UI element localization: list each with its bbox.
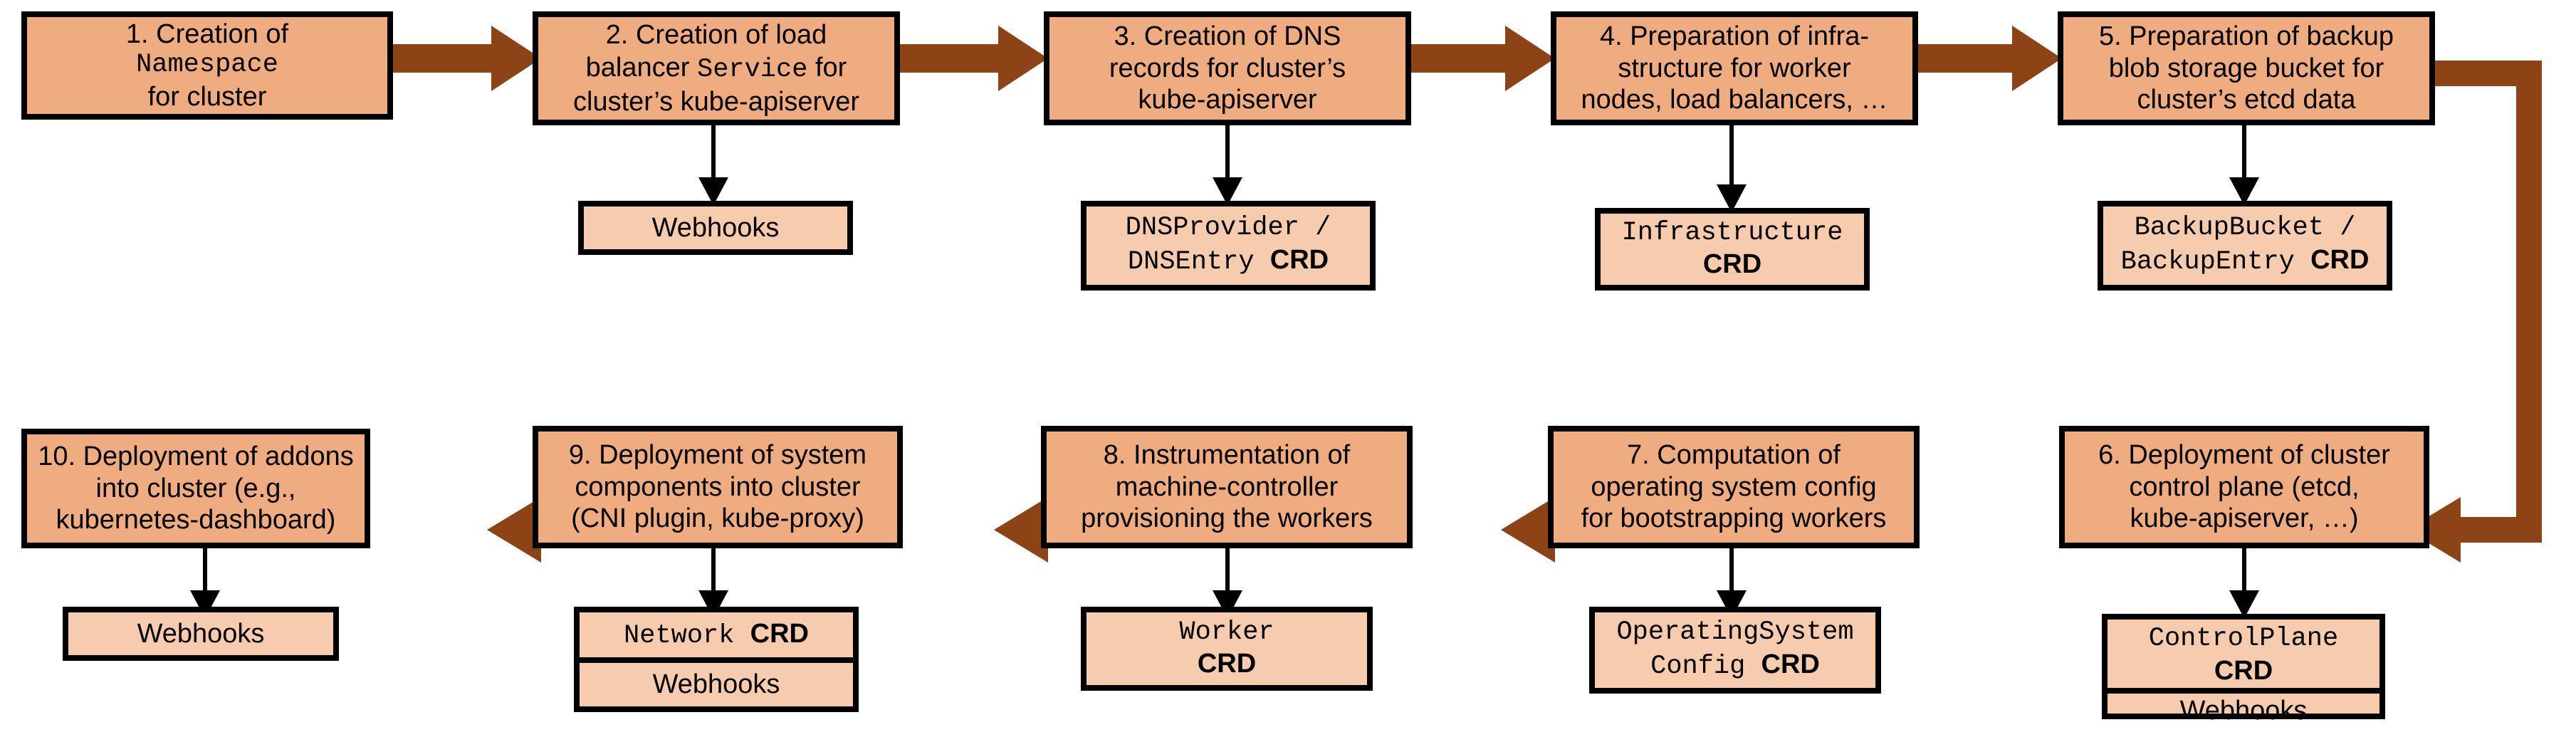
artifact-label-controlplane: ControlPlane CRD <box>2148 624 2339 686</box>
artifact-box-step3-dns[interactable]: DNSProvider / DNSEntry CRD <box>1081 201 1376 291</box>
step-box-9[interactable]: 9. Deployment of system components into … <box>533 426 903 548</box>
artifact-label-network: Network CRD <box>624 618 809 651</box>
artifact-box-step7-osc[interactable]: OperatingSystem Config CRD <box>1589 607 1881 694</box>
step-box-2[interactable]: 2. Creation of load balancer Service for… <box>533 11 900 125</box>
step-6-line-2: control plane (etcd, <box>2129 471 2360 502</box>
artifact-label-line1: OperatingSystem <box>1616 617 1854 648</box>
step-2-line-2: balancer Service for <box>585 53 847 85</box>
artifact-row: Webhooks <box>68 612 333 655</box>
artifact-label: Webhooks <box>137 618 265 649</box>
step-box-6[interactable]: 6. Deployment of cluster control plane (… <box>2059 426 2429 548</box>
step-9-line-3: (CNI plugin, kube-proxy) <box>571 503 864 534</box>
artifact-box-step9[interactable]: Network CRD Webhooks <box>574 607 859 712</box>
step-2-line-3: cluster’s kube-apiserver <box>573 86 859 117</box>
step-6-line-1: 6. Deployment of cluster <box>2098 440 2390 471</box>
step-10-line-1: 10. Deployment of addons <box>38 441 354 472</box>
step-7-line-2: operating system config <box>1591 471 1877 502</box>
step-9-line-2: components into cluster <box>575 471 861 502</box>
step-6-line-3: kube-apiserver, …) <box>2130 503 2359 534</box>
step-5-line-1: 5. Preparation of backup <box>2098 21 2394 52</box>
step-8-line-2: machine-controller <box>1115 471 1339 502</box>
artifact-row: Infrastructure CRD <box>1601 214 1864 285</box>
step-8-line-3: provisioning the workers <box>1081 503 1373 534</box>
artifact-box-step2-webhooks[interactable]: Webhooks <box>578 201 853 255</box>
artifact-label-webhooks: Webhooks <box>652 669 780 700</box>
step-3-line-2: records for cluster’s <box>1109 53 1346 83</box>
artifact-box-step5-backup[interactable]: BackupBucket / BackupEntry CRD <box>2098 201 2392 291</box>
step-9-line-1: 9. Deployment of system <box>568 440 867 471</box>
artifact-row-webhooks: Webhooks <box>2108 688 2379 728</box>
artifact-label-line2: Config CRD <box>1650 649 1820 681</box>
step-3-line-3: kube-apiserver <box>1138 85 1317 115</box>
artifact-label-webhooks: Webhooks <box>2179 696 2308 726</box>
step-10-line-2: into cluster (e.g., <box>95 473 296 503</box>
step-4-line-2: structure for worker <box>1618 53 1851 83</box>
step-10-line-3: kubernetes-dashboard) <box>56 505 336 535</box>
artifact-label-line1: Infrastructure <box>1621 217 1843 248</box>
artifact-box-step6[interactable]: ControlPlane CRD Webhooks <box>2102 614 2385 726</box>
arrow-step1-to-step2 <box>393 26 541 91</box>
step-box-10[interactable]: 10. Deployment of addons into cluster (e… <box>21 429 370 548</box>
artifact-label-line2: CRD <box>1702 249 1762 280</box>
artifact-row: Webhooks <box>584 207 847 249</box>
artifact-row-controlplane-crd: ControlPlane CRD <box>2108 620 2379 688</box>
step-4-line-1: 4. Preparation of infra- <box>1599 21 1870 52</box>
artifact-row: BackupBucket / BackupEntry CRD <box>2103 207 2387 285</box>
step-box-7[interactable]: 7. Computation of operating system confi… <box>1548 426 1920 548</box>
step-box-4[interactable]: 4. Preparation of infra- structure for w… <box>1551 11 1918 125</box>
artifact-box-step4-infrastructure[interactable]: Infrastructure CRD <box>1595 208 1870 291</box>
step-7-line-1: 7. Computation of <box>1627 440 1841 471</box>
artifact-label-line2: DNSEntry CRD <box>1127 245 1329 277</box>
artifact-row-webhooks: Webhooks <box>580 657 853 706</box>
artifact-row: DNSProvider / DNSEntry CRD <box>1087 207 1370 285</box>
step-5-line-2: blob storage bucket for <box>2108 53 2384 83</box>
step-box-3[interactable]: 3. Creation of DNS records for cluster’s… <box>1044 11 1411 125</box>
step-box-8[interactable]: 8. Instrumentation of machine-controller… <box>1041 426 1413 548</box>
artifact-row: OperatingSystem Config CRD <box>1595 612 1875 688</box>
artifact-label-line1: Worker <box>1179 617 1274 647</box>
step-7-line-3: for bootstrapping workers <box>1581 503 1887 534</box>
artifact-box-step8-worker[interactable]: Worker CRD <box>1081 607 1373 691</box>
artifact-label-line2: CRD <box>1197 649 1257 679</box>
step-4-line-3: nodes, load balancers, … <box>1581 85 1888 115</box>
step-1-line-1: 1. Creation of <box>125 19 289 49</box>
step-3-line-1: 3. Creation of DNS <box>1114 21 1341 52</box>
artifact-label-line1: BackupBucket / <box>2134 213 2356 244</box>
artifact-label-line1: DNSProvider / <box>1125 213 1331 244</box>
step-1-line-3: for cluster <box>147 81 267 112</box>
artifact-label: Webhooks <box>651 212 780 243</box>
artifact-row-network-crd: Network CRD <box>580 612 853 657</box>
arrow-step4-to-step5 <box>1914 26 2062 91</box>
step-box-1[interactable]: 1. Creation of Namespace for cluster <box>21 11 393 120</box>
arrow-step2-to-step3 <box>900 26 1048 91</box>
step-1-line-2: Namespace <box>136 50 278 80</box>
arrow-step3-to-step4 <box>1407 26 1555 91</box>
artifact-box-step10-webhooks[interactable]: Webhooks <box>63 607 339 661</box>
step-8-line-1: 8. Instrumentation of <box>1103 440 1351 471</box>
artifact-row: Worker CRD <box>1087 612 1367 685</box>
step-5-line-3: cluster’s etcd data <box>2137 85 2356 115</box>
step-box-5[interactable]: 5. Preparation of backup blob storage bu… <box>2058 11 2435 125</box>
step-2-line-1: 2. Creation of load <box>605 19 827 50</box>
artifact-label-line2: BackupEntry CRD <box>2120 245 2370 277</box>
